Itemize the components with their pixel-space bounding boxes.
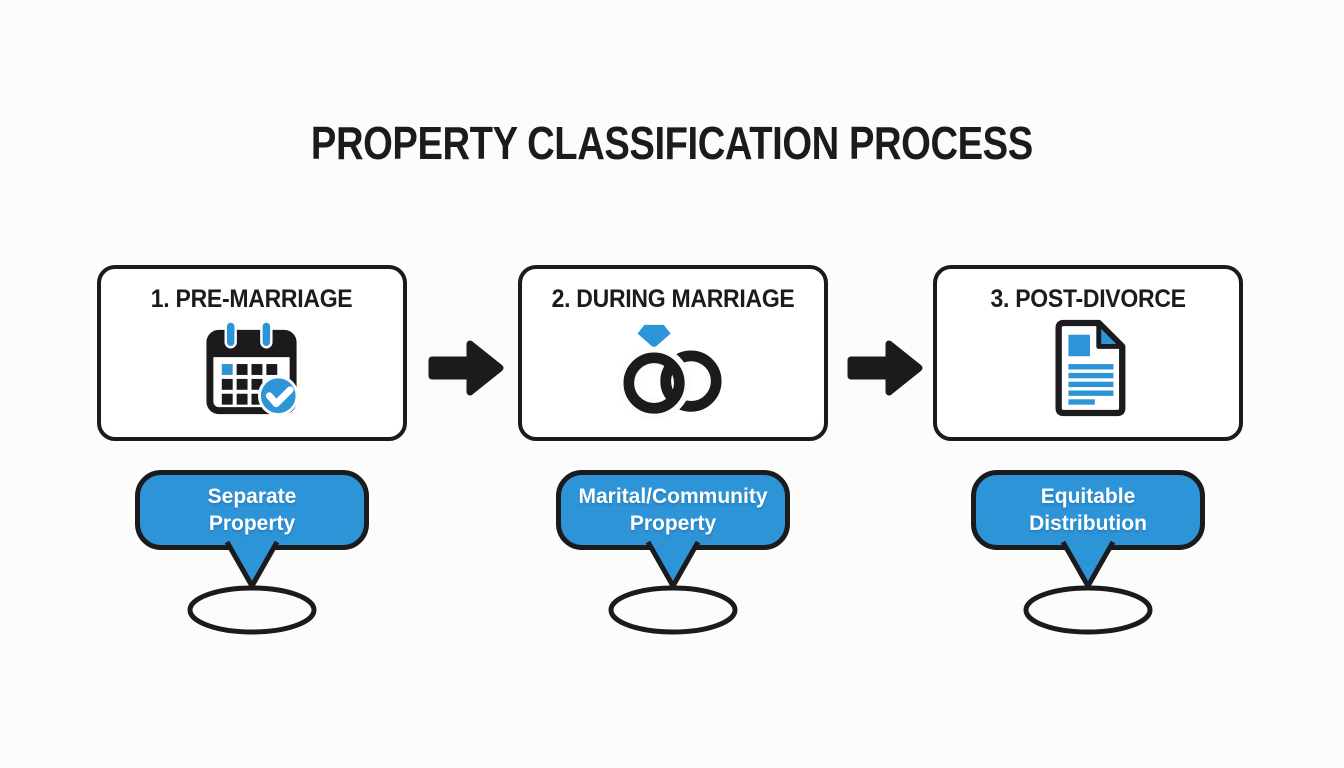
callout-bubble: Marital/Community Property	[556, 470, 790, 550]
callout-tail	[1058, 540, 1118, 590]
callout-line-1: Separate	[207, 484, 297, 508]
calendar-check-icon	[200, 319, 304, 419]
base-ellipse	[184, 584, 320, 636]
stage-label-during-marriage: 2. DURING MARRIAGE	[551, 285, 795, 313]
callout-tail	[222, 540, 282, 590]
stage-box-pre-marriage: 1. PRE-MARRIAGE	[97, 265, 407, 441]
callout-line-2: Distribution	[1029, 512, 1147, 535]
callout-separate-property: Separate Property	[135, 470, 369, 635]
stage-label-post-divorce: 3. POST-DIVORCE	[990, 285, 1186, 313]
arrow-right-icon	[845, 334, 925, 402]
stage-box-during-marriage: 2. DURING MARRIAGE	[518, 265, 828, 441]
page-title: PROPERTY CLASSIFICATION PROCESS	[311, 117, 1033, 169]
legal-document-icon	[1043, 319, 1133, 417]
arrow-right-icon	[426, 334, 506, 402]
callout-bubble: Equitable Distribution	[971, 470, 1205, 550]
callout-line-2: Property	[208, 512, 296, 535]
stage-label-pre-marriage: 1. PRE-MARRIAGE	[151, 285, 353, 313]
title-bar: PROPERTY CLASSIFICATION PROCESS	[0, 116, 1344, 170]
callout-bubble: Separate Property	[135, 470, 369, 550]
callout-tail	[643, 540, 703, 590]
callout-equitable-distribution: Equitable Distribution	[971, 470, 1205, 635]
callout-line-1: Marital/Community	[578, 484, 768, 508]
wedding-rings-icon	[617, 319, 729, 420]
stage-box-post-divorce: 3. POST-DIVORCE	[933, 265, 1243, 441]
base-ellipse	[1020, 584, 1156, 636]
callout-line-1: Equitable	[1040, 484, 1136, 508]
base-ellipse	[605, 584, 741, 636]
callout-line-2: Property	[629, 512, 717, 535]
callout-marital-community-property: Marital/Community Property	[556, 470, 790, 635]
